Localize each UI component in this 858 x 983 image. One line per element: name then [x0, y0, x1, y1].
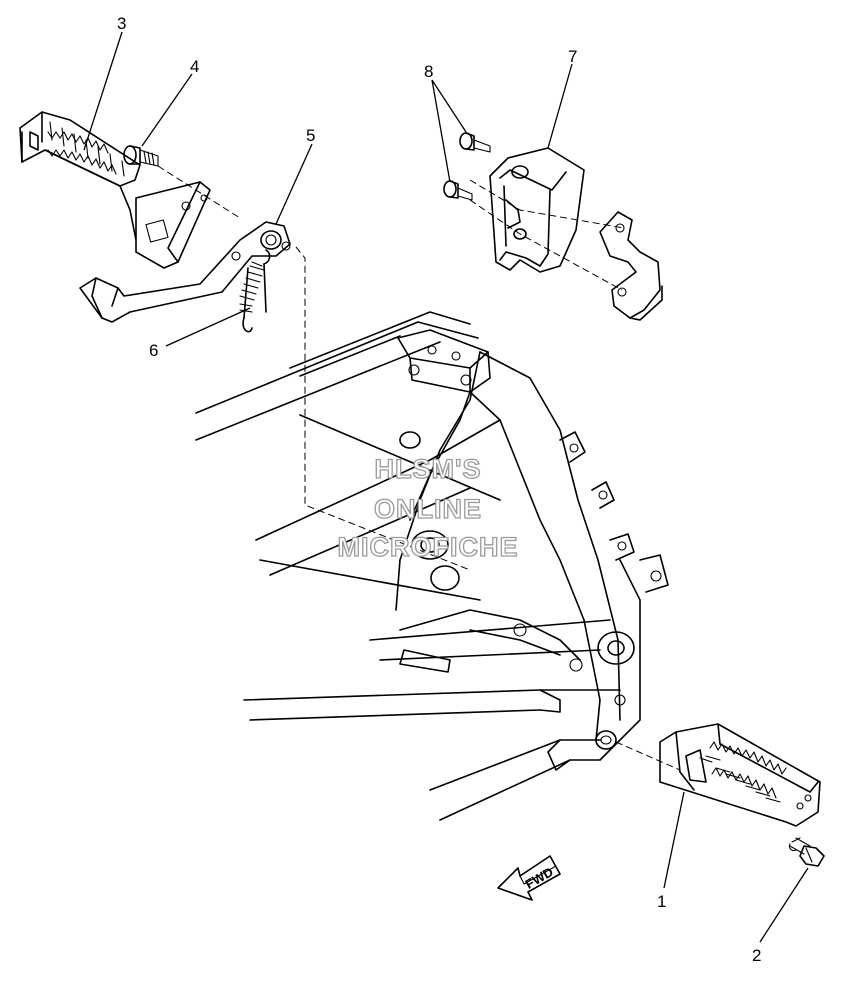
callout-leaders [83, 31, 809, 943]
part-3-left-footrest [19, 111, 211, 269]
attach-line-pedal [295, 246, 471, 571]
callout-7: 7 [568, 47, 577, 66]
callout-5: 5 [306, 126, 315, 145]
watermark-line-3: MICROFICHE [338, 532, 519, 562]
attach-line-footrest-1 [615, 741, 681, 771]
fwd-label: FWD [523, 864, 556, 892]
attach-line-guard-top [469, 179, 625, 229]
fwd-arrow: FWD [497, 855, 561, 901]
part-6-spring [239, 249, 271, 333]
callout-8: 8 [424, 62, 433, 81]
callout-4: 4 [190, 57, 199, 76]
callout-1: 1 [657, 892, 666, 911]
part-1-right-footrest [659, 723, 821, 827]
part-7-guard [489, 147, 663, 321]
part-2-bolt [788, 837, 825, 867]
attach-line-guard-bottom [469, 199, 623, 291]
watermark: HLSM'S ONLINE MICROFICHE [337, 453, 519, 562]
part-4-bolt [123, 145, 159, 167]
watermark-line-2: ONLINE [374, 494, 482, 524]
callout-6: 6 [149, 341, 158, 360]
part-5-brake-pedal [79, 221, 291, 323]
callout-2: 2 [752, 946, 761, 965]
frame-assembly [195, 311, 669, 821]
part-8-bolts [443, 132, 491, 201]
callout-3: 3 [117, 14, 126, 33]
watermark-line-1: HLSM'S [375, 454, 482, 484]
attach-line-bolt-4 [157, 165, 241, 219]
